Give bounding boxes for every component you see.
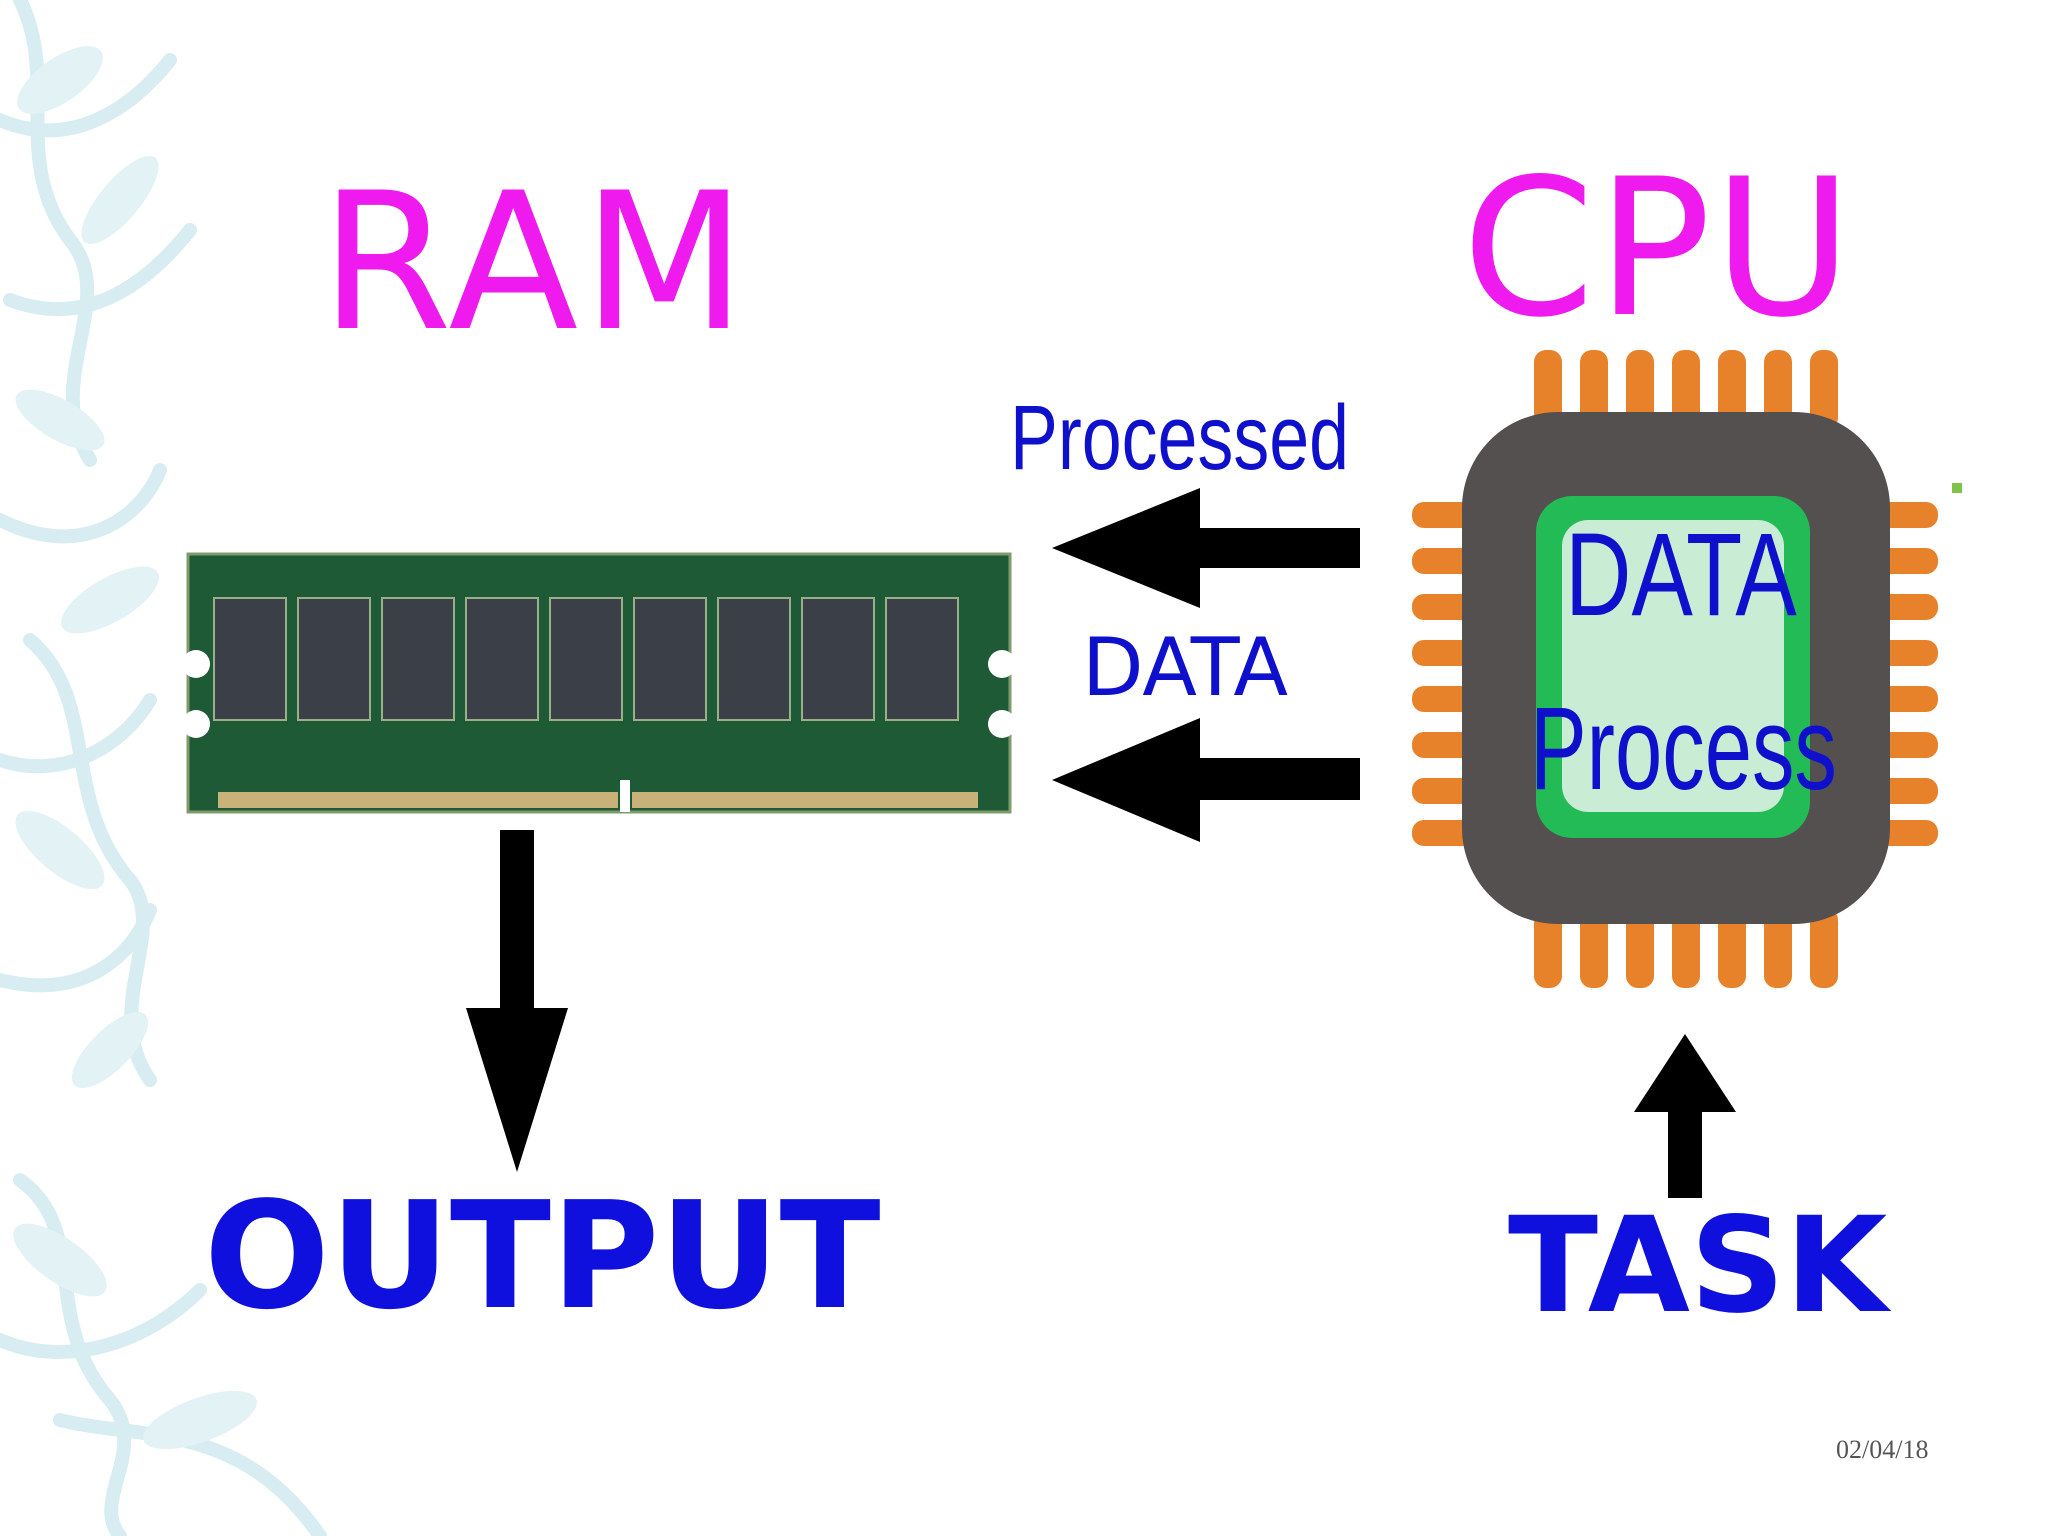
cpu-title: CPU	[1462, 138, 1855, 359]
green-marker	[1952, 483, 1962, 493]
data-label: DATA	[1082, 621, 1289, 714]
arrow-up-from-task	[1634, 1034, 1736, 1198]
chip-text-process: Process	[1530, 683, 1837, 815]
ram-module	[182, 552, 1016, 814]
slide-date: 02/04/18	[1836, 1435, 1929, 1464]
arrows-cpu-to-ram	[1052, 488, 1360, 842]
output-label: OUTPUT	[204, 1170, 881, 1342]
task-label: TASK	[1508, 1189, 1888, 1343]
arrow-down-to-output	[466, 830, 568, 1172]
ram-title: RAM	[320, 152, 751, 373]
cpu-chip	[1412, 350, 1938, 988]
chip-text-data: DATA	[1565, 509, 1797, 641]
processed-label: Processed	[1010, 387, 1350, 489]
